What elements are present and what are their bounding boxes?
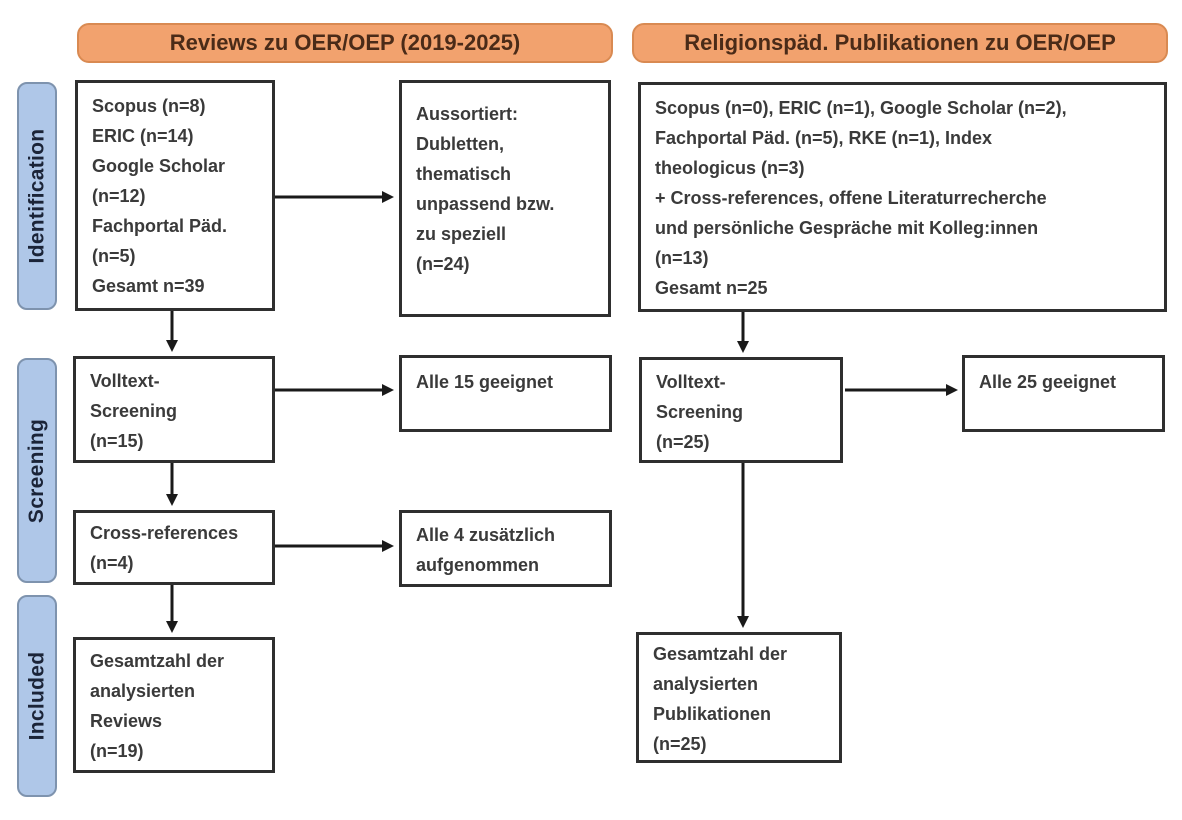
column-header-reviews: Reviews zu OER/OEP (2019-2025)	[77, 23, 613, 63]
box-left-crossref-result: Alle 4 zusätzlich aufgenommen	[399, 510, 612, 587]
box-right-fulltext-screening: Volltext- Screening (n=25)	[639, 357, 843, 463]
stage-identification: Identification	[17, 82, 57, 310]
box-left-crossref: Cross-references (n=4)	[73, 510, 275, 585]
box-left-total: Gesamtzahl der analysierten Reviews (n=1…	[73, 637, 275, 773]
stage-screening: Screening	[17, 358, 57, 583]
box-right-total: Gesamtzahl der analysierten Publikatione…	[636, 632, 842, 763]
stage-included-label: Included	[25, 651, 48, 741]
stage-screening-label: Screening	[25, 418, 49, 523]
box-right-sources: Scopus (n=0), ERIC (n=1), Google Scholar…	[638, 82, 1167, 312]
stage-included: Included	[17, 595, 57, 797]
column-header-religionspaed: Religionspäd. Publikationen zu OER/OEP	[632, 23, 1168, 63]
box-left-fulltext-screening: Volltext- Screening (n=15)	[73, 356, 275, 463]
box-left-excluded: Aussortiert: Dubletten, thematisch unpas…	[399, 80, 611, 317]
stage-identification-label: Identification	[25, 128, 48, 264]
box-right-fulltext-result: Alle 25 geeignet	[962, 355, 1165, 432]
box-left-fulltext-result: Alle 15 geeignet	[399, 355, 612, 432]
box-left-sources: Scopus (n=8) ERIC (n=14) Google Scholar …	[75, 80, 275, 311]
